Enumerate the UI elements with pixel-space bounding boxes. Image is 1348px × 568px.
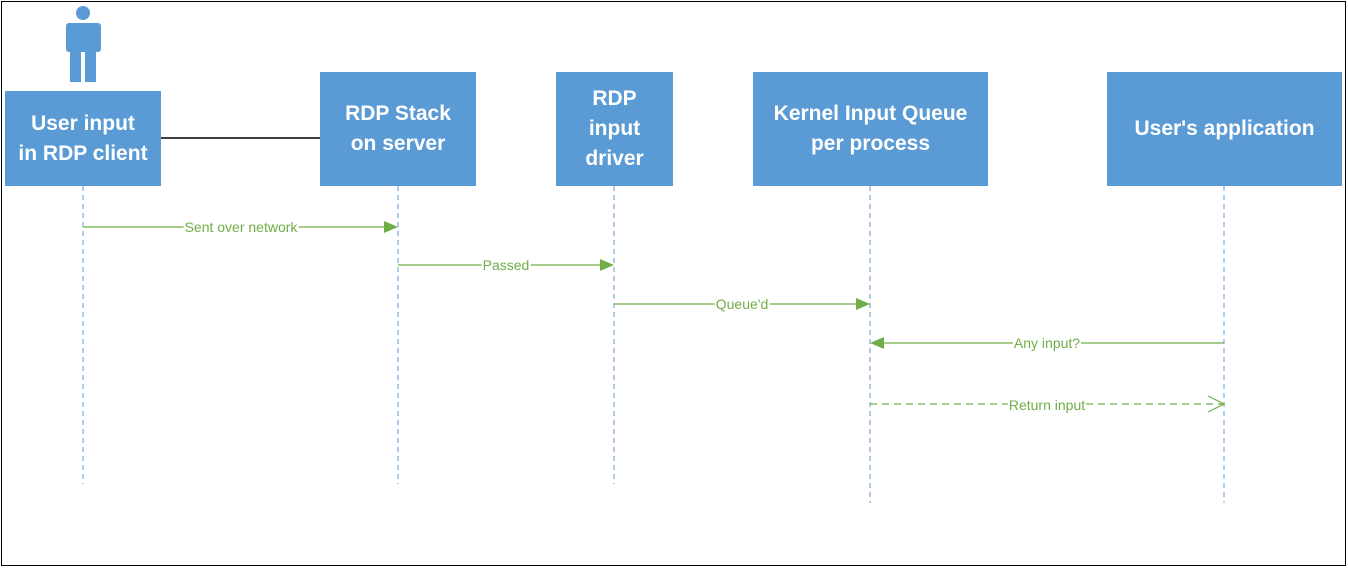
- participant-app: User's application: [1107, 72, 1342, 186]
- message-label-passed: Passed: [481, 257, 531, 273]
- participant-kernel: Kernel Input Queue per process: [753, 72, 988, 186]
- participant-driver: RDP input driver: [556, 72, 673, 186]
- message-arrowhead-passed: [600, 259, 614, 271]
- person-icon: [66, 6, 101, 82]
- message-arrowhead-queued: [856, 298, 870, 310]
- message-arrowhead-return: [1207, 395, 1226, 413]
- participant-client: User input in RDP client: [5, 91, 161, 186]
- message-label-sent: Sent over network: [183, 219, 299, 235]
- message-label-any-input: Any input?: [1012, 335, 1082, 351]
- message-label-return: Return input: [1007, 397, 1087, 413]
- message-label-queued: Queue'd: [714, 296, 770, 312]
- message-arrowhead-any-input: [870, 337, 884, 349]
- message-arrowhead-sent: [384, 221, 398, 233]
- participant-stack: RDP Stack on server: [320, 72, 476, 186]
